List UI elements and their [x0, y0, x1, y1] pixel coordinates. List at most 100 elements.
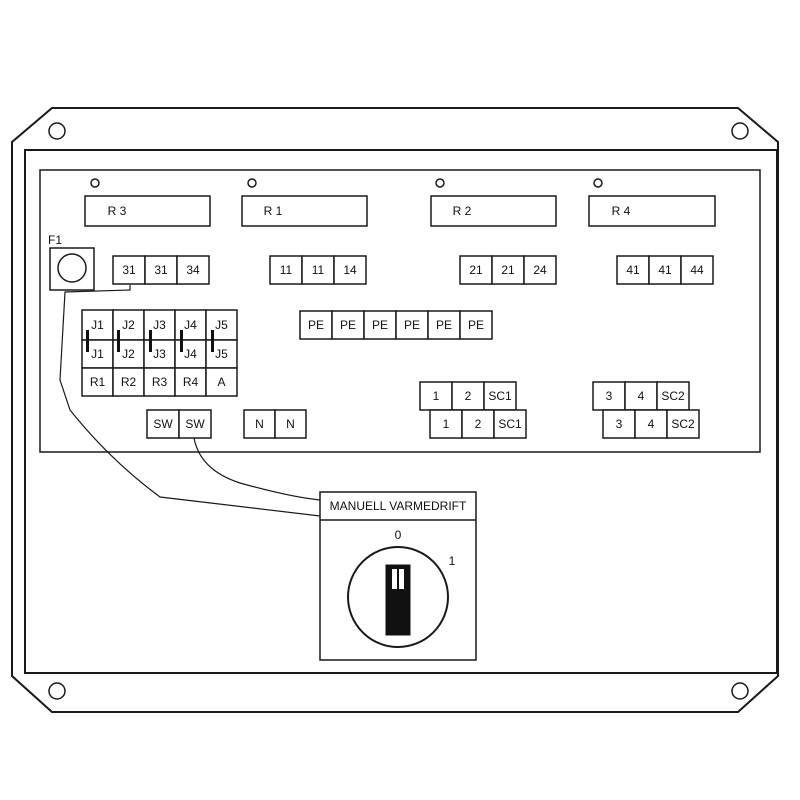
jumper-row-top: J1 J2 J3 J4 J5 [81, 309, 238, 341]
terminal-label: 34 [186, 263, 200, 277]
relay-r3: R 3 [84, 195, 211, 227]
relay-r4-label: R 4 [612, 204, 631, 218]
terminal-cell [461, 409, 495, 439]
terminal-label: 1 [433, 389, 440, 403]
terminal-cell [81, 367, 114, 397]
terminal-cell [299, 310, 333, 340]
relay-r2: R 2 [430, 195, 557, 227]
terminal-label: SW [185, 417, 205, 431]
terminal-cell [274, 409, 307, 439]
terminal-cell [176, 255, 210, 285]
terminal-label: A [217, 375, 225, 389]
terminal-label: 2 [465, 389, 472, 403]
terminal-area [39, 169, 761, 453]
terminal-cell [269, 255, 303, 285]
terminal-block-r1: 11 11 14 [269, 255, 367, 285]
terminal-label: J2 [122, 318, 135, 332]
relay-r2-label: R 2 [453, 204, 472, 218]
terminal-block-sc2-bottom: 3 4 SC2 [602, 409, 700, 439]
terminal-label: J1 [91, 318, 104, 332]
terminal-label: J4 [184, 318, 197, 332]
switch-label: MANUELL VARMEDRIFT [330, 499, 467, 513]
terminal-label: 41 [626, 263, 640, 277]
terminal-label: N [286, 417, 295, 431]
terminal-cell [395, 310, 429, 340]
terminal-label: 1 [443, 417, 450, 431]
terminal-label: SC2 [671, 417, 695, 431]
enclosure-outline [11, 107, 779, 713]
terminal-cell [493, 409, 527, 439]
terminal-cell [243, 409, 276, 439]
terminal-label: N [255, 417, 264, 431]
terminal-cell [333, 255, 367, 285]
wire-terminal-31-to-switch [59, 285, 321, 517]
terminal-cell [459, 310, 493, 340]
switch-knob[interactable] [347, 546, 449, 648]
terminal-label: 21 [501, 263, 515, 277]
terminal-cell [144, 255, 178, 285]
terminal-label: 24 [533, 263, 547, 277]
terminal-label: R1 [90, 375, 106, 389]
terminal-label: SC1 [498, 417, 522, 431]
terminal-cell [666, 409, 700, 439]
inner-frame [24, 149, 778, 674]
terminal-label: PE [340, 318, 356, 332]
terminal-label: 14 [343, 263, 357, 277]
mounting-screw-bottom-right [731, 682, 749, 700]
terminal-label: 11 [280, 263, 293, 277]
terminal-label: J5 [215, 347, 228, 361]
terminal-block-r2: 21 21 24 [459, 255, 557, 285]
terminal-label: SW [153, 417, 173, 431]
terminal-label: 4 [648, 417, 655, 431]
terminal-label: 21 [469, 263, 483, 277]
mounting-screw-top-left [48, 122, 66, 140]
terminal-label: J5 [215, 318, 228, 332]
terminal-label: 2 [475, 417, 482, 431]
terminal-label: J2 [122, 347, 135, 361]
led-indicator-r3 [90, 178, 100, 188]
switch-position-0: 0 [395, 528, 402, 542]
relay-r1: R 1 [241, 195, 368, 227]
mounting-screw-top-right [731, 122, 749, 140]
terminal-label: PE [308, 318, 324, 332]
terminal-label: 4 [638, 389, 645, 403]
terminal-label: J3 [153, 318, 166, 332]
terminal-label: 3 [616, 417, 623, 431]
terminal-label: 11 [312, 263, 325, 277]
terminal-label: J3 [153, 347, 166, 361]
terminal-cell [616, 255, 650, 285]
relay-r3-label: R 3 [108, 204, 127, 218]
terminal-cell [592, 381, 626, 411]
terminal-cell [205, 367, 238, 397]
terminal-label: 41 [658, 263, 672, 277]
jumper-bridges [86, 330, 214, 352]
wire-sw-to-switch [193, 437, 321, 501]
terminal-cell [680, 255, 714, 285]
terminal-label: R2 [121, 375, 137, 389]
terminal-cell [146, 409, 180, 439]
terminal-cell [523, 255, 557, 285]
terminal-label: PE [468, 318, 484, 332]
switch-position-1: 1 [449, 554, 456, 568]
mounting-screw-bottom-left [48, 682, 66, 700]
led-indicator-r1 [247, 178, 257, 188]
terminal-label: PE [436, 318, 452, 332]
terminal-cell [301, 255, 335, 285]
terminal-label: 44 [690, 263, 704, 277]
terminal-block-sw: SW SW [146, 409, 212, 439]
terminal-cell [174, 367, 207, 397]
terminal-block-sc1-bottom: 1 2 SC1 [429, 409, 527, 439]
terminal-label: J4 [184, 347, 197, 361]
terminal-cell [363, 310, 397, 340]
terminal-label: 31 [154, 263, 168, 277]
terminal-block-r4: 41 41 44 [616, 255, 714, 285]
manual-heating-switch[interactable]: MANUELL VARMEDRIFT 0 1 [319, 491, 477, 661]
terminal-label: SC1 [488, 389, 512, 403]
terminal-label: 3 [606, 389, 613, 403]
terminal-label: SC2 [661, 389, 685, 403]
fuse-f1 [49, 247, 95, 291]
